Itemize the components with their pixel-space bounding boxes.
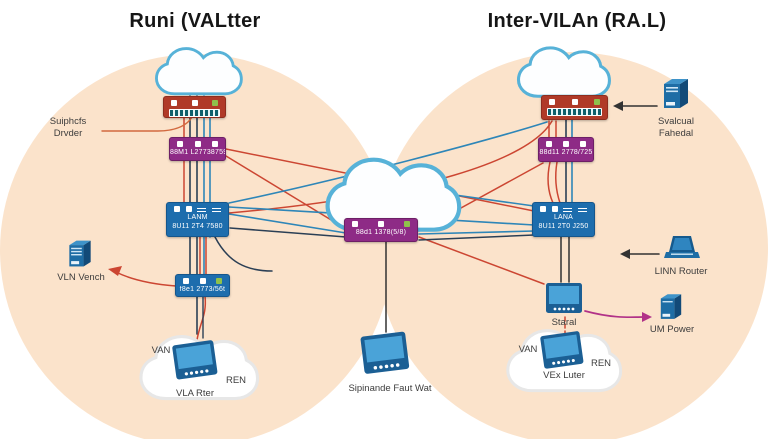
port-led: [212, 141, 218, 147]
switch-label: 88M1 L27738759: [170, 149, 225, 156]
port-led: [378, 221, 384, 227]
standalone-tablet-icon: [360, 331, 410, 374]
right-diagram-title: Inter-VILAn (RA.L): [487, 10, 667, 32]
port-led: [540, 206, 546, 212]
port-led: [549, 99, 555, 105]
switch-id: 8U11 2T0 J250: [538, 223, 589, 231]
switch-label: 88d1 1378(5/8): [355, 229, 407, 236]
port-led-green: [212, 100, 218, 106]
virtual-firewall-label: Svalcual Fahedal: [658, 116, 694, 139]
port-led: [199, 278, 206, 284]
center-core-switch: 88d1 1378(5/8): [344, 218, 418, 242]
port-strip: [169, 109, 220, 117]
divider-label: Suiphcfs Drvder: [49, 116, 87, 139]
port-led: [177, 141, 183, 147]
port-led: [174, 206, 180, 212]
staral-monitor-icon: [546, 283, 582, 313]
port-led-green: [404, 221, 410, 227]
um-power-server-icon: [660, 294, 682, 319]
lan-router-label: LINN Router: [654, 266, 708, 277]
right-edge-switch: [541, 95, 608, 120]
vent-grill: [577, 206, 587, 212]
port-led: [191, 100, 198, 106]
right-distribution-switch: 88d11 2778/725: [538, 137, 594, 162]
left-diagram-title: Runi (VALtter: [129, 10, 261, 32]
lan-router-laptop-icon: [664, 236, 700, 258]
left-cloud-tag-van: VAN: [151, 345, 171, 356]
vlan-server-icon: [69, 240, 91, 267]
port-led-green: [216, 278, 222, 284]
vex-router-label: VEx Luter: [543, 370, 585, 381]
switch-name: LANM: [187, 214, 208, 221]
standalone-device-label: Sipinande Faut Wat: [348, 383, 432, 394]
port-led: [352, 221, 358, 227]
left-lan-switch: LANM 8U11 2T4 7580: [166, 202, 229, 237]
um-power-label: UM Power: [649, 324, 695, 335]
port-strip: [547, 108, 602, 116]
port-led: [194, 141, 201, 147]
port-led: [185, 206, 192, 212]
right-cloud-tag-ren: REN: [590, 358, 612, 369]
vent-grill: [563, 206, 573, 212]
switch-name: LANA: [553, 214, 574, 221]
left-edge-switch: [163, 96, 226, 118]
left-access-switch: f8e1 2773/56t: [175, 274, 230, 297]
port-led: [551, 206, 558, 212]
virtual-firewall-server-icon: [664, 79, 688, 108]
port-led: [183, 278, 189, 284]
left-cloud-tag-ren: REN: [225, 375, 247, 386]
switch-label: f8e1 2773/56t: [179, 286, 226, 293]
port-led: [171, 100, 177, 106]
left-distribution-switch: 88M1 L27738759: [169, 137, 226, 161]
vent-grill: [211, 206, 221, 212]
port-led: [571, 99, 578, 105]
port-led-green: [594, 99, 600, 105]
port-led: [563, 141, 569, 147]
right-cloud-tag-van: VAN: [518, 344, 538, 355]
port-led: [580, 141, 586, 147]
switch-id: 8U11 2T4 7580: [172, 223, 223, 231]
vla-router-monitor-icon: [172, 340, 218, 380]
vex-router-monitor-icon: [540, 331, 584, 369]
left-internet-cloud-icon: [152, 45, 244, 101]
vla-router-label: VLA Rter: [175, 388, 215, 399]
switch-label: 88d11 2778/725: [539, 149, 593, 156]
vent-grill: [197, 206, 207, 212]
vlan-server-label: VLN Vench: [57, 272, 105, 283]
staral-monitor-label: Staral: [551, 317, 577, 328]
port-led: [546, 141, 552, 147]
right-lan-switch: LANA 8U11 2T0 J250: [532, 202, 595, 237]
